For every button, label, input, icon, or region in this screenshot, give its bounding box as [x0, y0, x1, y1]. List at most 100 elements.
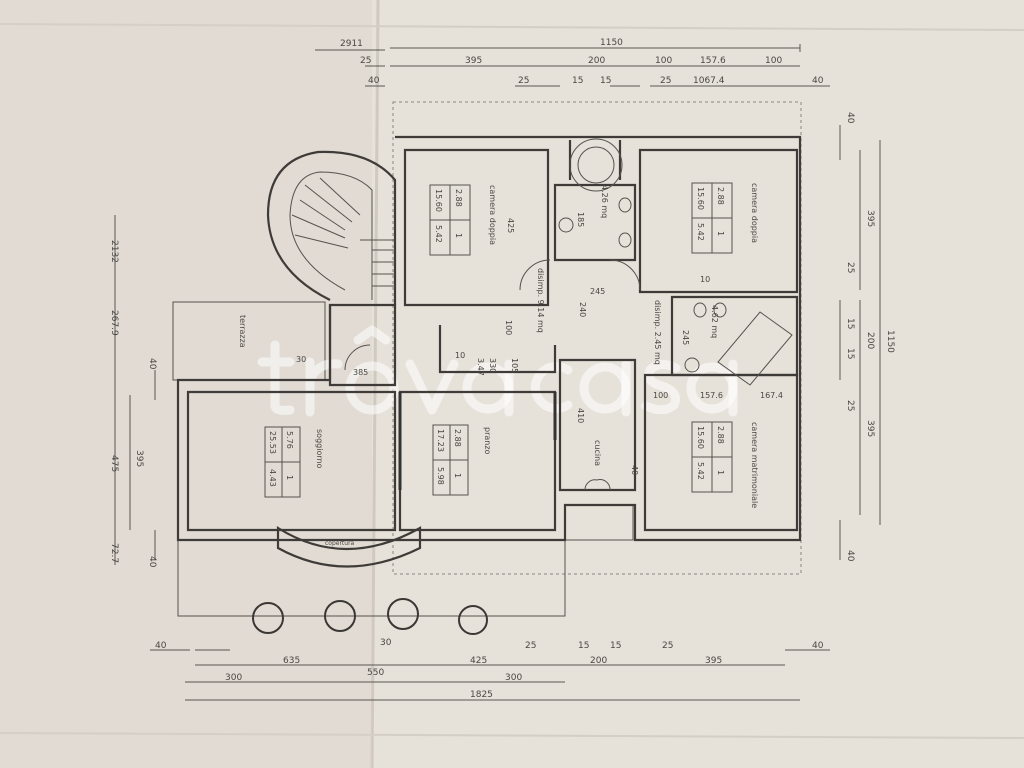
- dim-label: 395: [865, 210, 875, 227]
- svg-text:2.88: 2.88: [716, 187, 725, 205]
- watermark-logo: [257, 325, 738, 417]
- svg-text:disimp. 9.14 mq: disimp. 9.14 mq: [536, 268, 545, 333]
- svg-text:5.42: 5.42: [696, 462, 705, 480]
- dimension-lines: [114, 44, 881, 701]
- dim-label: 40: [155, 641, 167, 651]
- dim-label: 200: [588, 56, 605, 66]
- doors: [344, 259, 641, 491]
- dim-label: 30: [380, 638, 392, 648]
- site-outline: [392, 101, 802, 575]
- dim-label: 635: [283, 656, 300, 666]
- room-pranzo: 2.88 17.23 1 5.98 pranzo: [432, 424, 492, 496]
- dim-label: 15: [845, 318, 855, 329]
- svg-text:2.88: 2.88: [454, 189, 463, 207]
- svg-text:soggiorno: soggiorno: [315, 429, 324, 469]
- svg-text:1: 1: [716, 231, 725, 236]
- dim-label: 40: [845, 112, 855, 124]
- svg-text:245: 245: [590, 287, 605, 296]
- dim-label: 15: [572, 76, 583, 86]
- svg-text:240: 240: [578, 302, 587, 317]
- svg-text:copertura: copertura: [325, 540, 355, 547]
- dim-label: 40: [147, 556, 157, 568]
- svg-text:camera matrimoniale: camera matrimoniale: [750, 422, 759, 508]
- svg-text:pranzo: pranzo: [483, 427, 492, 455]
- svg-text:100: 100: [653, 391, 668, 400]
- svg-text:1: 1: [716, 470, 725, 475]
- svg-text:25.53: 25.53: [268, 431, 277, 454]
- dim-label: 25: [518, 76, 529, 86]
- walls: [176, 135, 802, 568]
- svg-text:425: 425: [506, 218, 515, 233]
- svg-text:camera doppia: camera doppia: [750, 183, 759, 243]
- tree-icon: [252, 602, 284, 634]
- svg-text:17.23: 17.23: [436, 429, 445, 452]
- svg-text:2.88: 2.88: [716, 426, 725, 444]
- svg-text:410: 410: [576, 408, 585, 423]
- dim-label: 25: [660, 76, 671, 86]
- svg-text:30: 30: [296, 355, 306, 364]
- dim-bottom-total: 1825: [470, 690, 493, 700]
- svg-text:105: 105: [510, 358, 519, 373]
- dim-label: 40: [812, 76, 824, 86]
- dim-label: 25: [845, 400, 855, 411]
- dim-label: 425: [470, 656, 487, 666]
- room-soggiorno: 5.76 25.53 1 4.43 soggiorno: [264, 426, 324, 498]
- svg-text:10: 10: [700, 275, 710, 284]
- tree-icon: [387, 598, 419, 630]
- svg-text:5.42: 5.42: [696, 223, 705, 241]
- svg-text:100: 100: [504, 320, 513, 335]
- trees: [252, 598, 488, 635]
- dim-label: 40: [368, 76, 380, 86]
- dim-label: 550: [367, 668, 384, 678]
- svg-text:15.60: 15.60: [696, 187, 705, 210]
- dim-label: 72.7: [109, 543, 119, 563]
- dim-label: 157.6: [700, 56, 726, 66]
- dim-label: 100: [655, 56, 672, 66]
- svg-text:3.47: 3.47: [476, 358, 485, 376]
- svg-text:15.60: 15.60: [696, 426, 705, 449]
- paper-fold: [0, 732, 1024, 739]
- svg-text:5.76: 5.76: [285, 431, 294, 449]
- dim-label: 475: [109, 455, 119, 472]
- svg-text:5.42: 5.42: [434, 225, 443, 243]
- svg-text:4.26 mq: 4.26 mq: [600, 185, 609, 218]
- svg-text:1: 1: [285, 475, 294, 480]
- dim-label: 100: [765, 56, 782, 66]
- tree-icon: [324, 600, 356, 632]
- paper-fold: [0, 23, 1024, 31]
- dim-label: 40: [147, 358, 157, 370]
- svg-text:167.4: 167.4: [760, 391, 783, 400]
- svg-text:1: 1: [454, 233, 463, 238]
- svg-text:5.98: 5.98: [436, 467, 445, 485]
- dim-right-total: 1150: [885, 330, 895, 353]
- dim-label: 25: [662, 641, 673, 651]
- dim-label: 25: [845, 262, 855, 273]
- svg-text:385: 385: [353, 368, 368, 377]
- dim-label: 300: [225, 673, 242, 683]
- svg-text:15.60: 15.60: [434, 189, 443, 212]
- dim-label: 40: [845, 550, 855, 562]
- dim-label: 200: [590, 656, 607, 666]
- dim-label: 267.9: [109, 310, 119, 336]
- svg-text:camera doppia: camera doppia: [488, 185, 497, 245]
- dim-label: 25: [525, 641, 536, 651]
- dim-label: 15: [610, 641, 621, 651]
- room-cucina: cucina 410 40: [576, 408, 639, 475]
- svg-text:10: 10: [455, 351, 465, 360]
- dim-label: 15: [845, 348, 855, 359]
- dim-label: 1067.4: [693, 76, 725, 86]
- dim-label: 25: [360, 56, 371, 66]
- dim-top-total: 1150: [600, 38, 623, 48]
- svg-text:1: 1: [453, 473, 462, 478]
- tree-icon: [458, 605, 488, 635]
- svg-text:4.43: 4.43: [268, 469, 277, 487]
- svg-text:245: 245: [681, 330, 690, 345]
- svg-text:cucina: cucina: [593, 440, 602, 466]
- dim-label: 15: [600, 76, 611, 86]
- svg-text:2.88: 2.88: [453, 429, 462, 447]
- dim-label: 200: [865, 332, 875, 349]
- svg-text:terrazza: terrazza: [238, 315, 247, 348]
- svg-text:40: 40: [630, 465, 639, 475]
- svg-text:330: 330: [488, 358, 497, 373]
